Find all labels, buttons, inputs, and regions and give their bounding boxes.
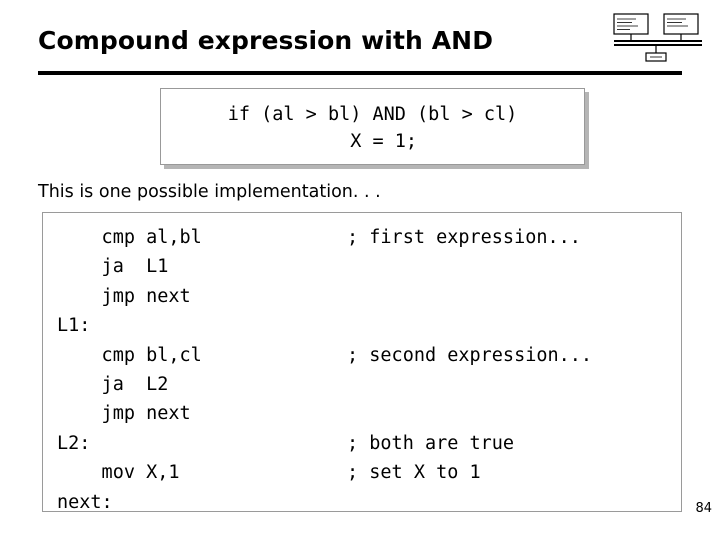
assembly-row: jmp next bbox=[57, 282, 681, 311]
assembly-listing: cmp al,bl ; first expression... ja L1 jm… bbox=[43, 213, 681, 512]
assembly-comment bbox=[347, 399, 681, 428]
assembly-code: L1: bbox=[57, 315, 91, 337]
title-divider bbox=[38, 71, 682, 75]
assembly-comment: ; first expression... bbox=[347, 227, 581, 248]
assembly-comment: ; second expression... bbox=[347, 344, 593, 366]
assembly-comment: ; set X to 1 bbox=[347, 462, 481, 484]
assembly-comment bbox=[347, 370, 681, 399]
assembly-comment bbox=[347, 488, 681, 511]
assembly-code: next: bbox=[57, 491, 113, 512]
assembly-row: jmp next bbox=[57, 399, 681, 428]
expression-code-box: if (al > bl) AND (bl > cl) X = 1; bbox=[160, 88, 585, 165]
assembly-code: ja L2 bbox=[57, 374, 169, 396]
assembly-row: mov X,1 ; set X to 1 bbox=[57, 458, 681, 487]
assembly-code: L2: bbox=[57, 432, 91, 454]
assembly-comment bbox=[347, 282, 681, 311]
assembly-row: ja L2 bbox=[57, 370, 681, 399]
page-number: 84 bbox=[695, 501, 712, 516]
schematic-logo-icon bbox=[613, 13, 702, 62]
assembly-comment bbox=[347, 252, 681, 281]
expression-line-2: X = 1; bbox=[327, 131, 418, 152]
assembly-comment bbox=[347, 311, 681, 340]
assembly-row: L2: ; both are true bbox=[57, 429, 681, 458]
assembly-row: next: bbox=[57, 488, 681, 512]
assembly-row: L1: bbox=[57, 311, 681, 340]
assembly-code: cmp al,bl bbox=[57, 227, 202, 248]
assembly-row: ja L1 bbox=[57, 252, 681, 281]
assembly-code: cmp bl,cl bbox=[57, 344, 202, 366]
page-title: Compound expression with AND bbox=[38, 26, 494, 55]
assembly-comment: ; both are true bbox=[347, 432, 515, 454]
assembly-code: mov X,1 bbox=[57, 462, 180, 484]
expression-line-1: if (al > bl) AND (bl > cl) bbox=[227, 104, 518, 125]
assembly-code: ja L1 bbox=[57, 256, 169, 278]
assembly-code: jmp next bbox=[57, 403, 191, 425]
assembly-code: jmp next bbox=[57, 285, 191, 307]
assembly-row: cmp al,bl ; first expression... bbox=[57, 223, 681, 252]
assembly-row: cmp bl,cl ; second expression... bbox=[57, 341, 681, 370]
caption-text: This is one possible implementation. . . bbox=[38, 182, 381, 202]
assembly-listing-box: cmp al,bl ; first expression... ja L1 jm… bbox=[42, 212, 682, 512]
